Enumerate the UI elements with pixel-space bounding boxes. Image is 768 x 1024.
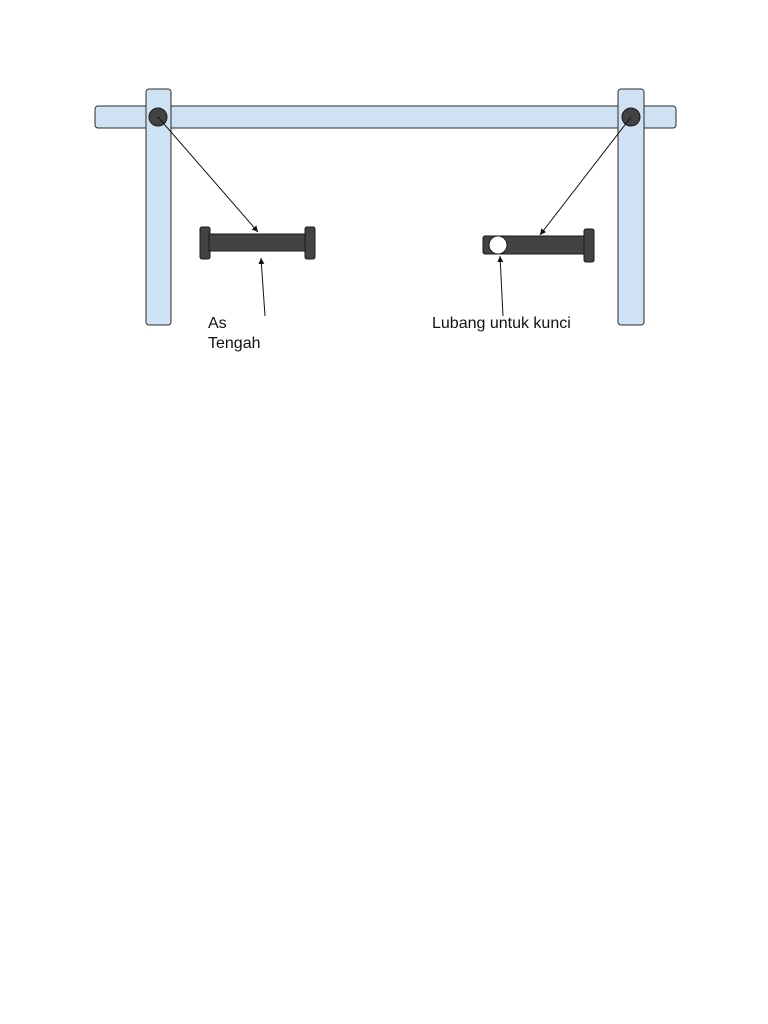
left-vertical-post	[145, 88, 172, 326]
key-hole	[488, 235, 508, 255]
left-joint-to-axle-line	[157, 116, 259, 233]
center-axle-pin	[199, 226, 316, 260]
center-axle-label: As Tengah	[208, 314, 288, 354]
center-axle-label-line1: As	[208, 315, 227, 332]
right-joint-to-pin-line	[539, 116, 632, 236]
as-tengah-leader-line	[258, 257, 266, 317]
key-hole-leader-line	[497, 255, 504, 317]
horizontal-beam	[94, 105, 677, 129]
center-axle-label-line2: Tengah	[208, 335, 261, 352]
key-pin	[482, 228, 595, 263]
right-vertical-post	[617, 88, 645, 326]
key-hole-label: Lubang untuk kunci	[432, 315, 571, 332]
